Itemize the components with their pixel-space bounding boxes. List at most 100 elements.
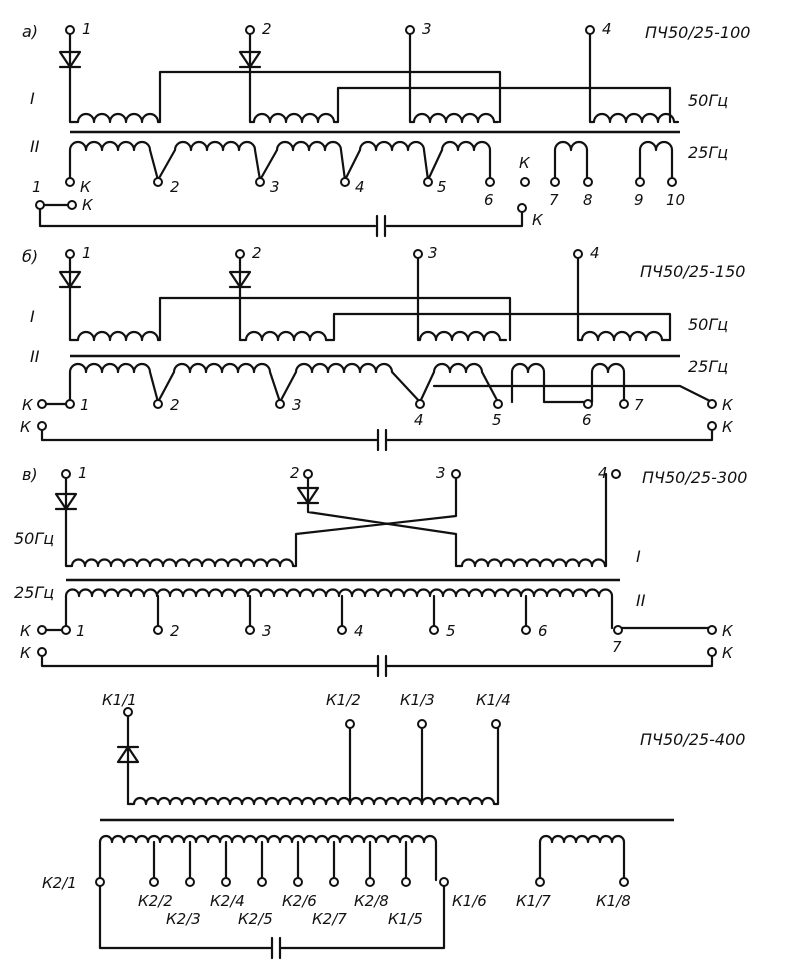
diagram-a-letter: а): [22, 22, 38, 41]
diagram-c-tap-label: 4: [354, 622, 364, 640]
diagram-a-terminal-label: 2: [262, 20, 272, 38]
diagram-b-cap-label: К: [20, 418, 32, 436]
diagram-b-tap: [65, 399, 75, 409]
diagram-c-tap-label: 2: [170, 622, 180, 640]
diagram-d-model: ПЧ50/25-400: [640, 730, 745, 749]
diagram-c-cap-terminal: [37, 647, 47, 657]
diagram-c-tap-label: 6: [538, 622, 548, 640]
diagram-d-tap-label: К2/2: [138, 892, 173, 910]
diagram-a-tap-label: 4: [355, 178, 365, 196]
diagram-b-terminal-label: 1: [82, 244, 92, 262]
diagram-a: а) ПЧ50/25-100 I II 50Гц 25Гц 1 2 3 4: [22, 20, 750, 238]
diagram-b-terminal-label: 4: [590, 244, 600, 262]
diagram-d-terminal: [491, 719, 501, 729]
diagram-a-tap-label: 1: [32, 178, 42, 196]
diagram-a-cap-terminal: [517, 203, 527, 213]
diagram-b-terminal: [235, 249, 245, 259]
diagram-c-tap: [37, 625, 47, 635]
diagram-a-tap-label: 3: [270, 178, 280, 196]
diagram-a-tap: [583, 177, 593, 187]
diagram-d-tap-label: К2/3: [166, 910, 201, 928]
diagram-a-diode-1-icon: [58, 50, 82, 69]
diagram-b-model: ПЧ50/25-150: [640, 262, 745, 281]
diagram-d-tap: [221, 877, 231, 887]
diagram-b-tap: [493, 399, 503, 409]
diagram-b-tap-label: 7: [634, 396, 644, 414]
diagram-a-tap-label: К: [519, 154, 531, 172]
diagram-a-tap: [65, 177, 75, 187]
diagram-b-tap-label: 2: [170, 396, 180, 414]
diagram-b-tap-label: 1: [80, 396, 90, 414]
diagram-a-primary-winding: [68, 28, 680, 124]
diagram-c-model: ПЧ50/25-300: [642, 468, 747, 487]
diagram-c-terminal-label: 1: [78, 464, 88, 482]
diagram-c-cap-label: К: [20, 644, 32, 662]
diagram-d-tap-label: К1/8: [596, 892, 631, 910]
diagram-b-tap: [583, 399, 593, 409]
diagram-c-tap-label: 3: [262, 622, 272, 640]
diagram-a-capacitor-circuit: [38, 203, 524, 228]
diagram-a-terminal-label: 1: [82, 20, 92, 38]
diagram-c-tap: [521, 625, 531, 635]
diagram-b-tap-label: 3: [292, 396, 302, 414]
diagram-b-letter: б): [22, 247, 38, 266]
diagram-c-tap: [429, 625, 439, 635]
diagram-b-capacitor-icon: [376, 428, 388, 452]
diagram-a-diode-2-icon: [238, 50, 262, 69]
diagram-b-tap-label: К: [22, 396, 34, 414]
diagram-c-tap: [337, 625, 347, 635]
diagram-d-tap: [365, 877, 375, 887]
diagram-b: б) ПЧ50/25-150 I II 50Гц 25Гц 1 2 3 4 К …: [20, 244, 745, 452]
diagram-d-terminal-label: К1/3: [400, 691, 435, 709]
diagram-c-tap: [153, 625, 163, 635]
diagram-c-tap-label: К: [722, 622, 734, 640]
diagram-b-capacitor-circuit: [40, 428, 714, 442]
diagram-b-terminal-label: 3: [428, 244, 438, 262]
diagram-b-primary-roman: I: [30, 307, 35, 326]
diagram-c-terminal: [61, 469, 71, 479]
diagram-d-capacitor-icon: [270, 936, 282, 960]
diagram-a-tap: [153, 177, 163, 187]
diagram-d-terminal-label: К1/4: [476, 691, 511, 709]
diagram-d: ПЧ50/25-400 К1/1 К1/2 К1/3 К1/4 К2/1 К2/…: [42, 691, 745, 960]
diagram-b-secondary-freq: 25Гц: [688, 357, 728, 376]
diagram-a-cap-terminal: [67, 200, 77, 210]
diagram-b-primary-freq: 50Гц: [688, 315, 728, 334]
diagram-a-cap-label: К: [82, 196, 94, 214]
diagram-c-letter: в): [22, 465, 38, 484]
diagram-b-terminal-label: 2: [252, 244, 262, 262]
diagram-c-secondary-roman: II: [636, 591, 646, 610]
diagram-a-model: ПЧ50/25-100: [645, 23, 750, 42]
diagram-b-tap: [37, 399, 47, 409]
diagram-a-tap-label: 10: [666, 191, 685, 209]
diagram-b-tap-label: К: [722, 396, 734, 414]
diagram-b-tap: [153, 399, 163, 409]
diagram-d-tap-label: К2/4: [210, 892, 245, 910]
diagram-c-primary-roman: I: [636, 547, 641, 566]
diagram-a-terminal: [245, 25, 255, 35]
diagram-c-terminal-label: 2: [290, 464, 300, 482]
diagram-c-primary-winding: [64, 472, 608, 568]
diagram-b-tap: [415, 399, 425, 409]
diagram-d-tap-label: К2/7: [312, 910, 347, 928]
diagram-d-terminal: [123, 707, 133, 717]
diagram-b-terminal: [413, 249, 423, 259]
diagram-a-tap: [485, 177, 495, 187]
diagram-a-tap-label: 7: [549, 191, 559, 209]
diagram-b-terminal: [65, 249, 75, 259]
diagram-a-tap: [667, 177, 677, 187]
diagram-c-terminal: [611, 469, 621, 479]
diagram-d-tap: [185, 877, 195, 887]
diagram-c-primary-freq: 50Гц: [14, 529, 54, 548]
diagram-c-terminal-label: 4: [598, 464, 608, 482]
diagram-b-tap-label: 4: [414, 411, 424, 429]
diagram-d-tap: [439, 877, 449, 887]
diagram-c-tap: [61, 625, 71, 635]
diagram-a-tap-label: 5: [437, 178, 447, 196]
diagram-b-cap-label: К: [722, 418, 734, 436]
diagram-c: в) ПЧ50/25-300 I II 50Гц 25Гц 1 2 3 4 К …: [14, 464, 747, 678]
diagram-d-diode-icon: [116, 745, 140, 764]
diagram-d-tap-label: К2/5: [238, 910, 273, 928]
diagram-b-cap-terminal: [37, 421, 47, 431]
diagram-a-terminal: [65, 25, 75, 35]
